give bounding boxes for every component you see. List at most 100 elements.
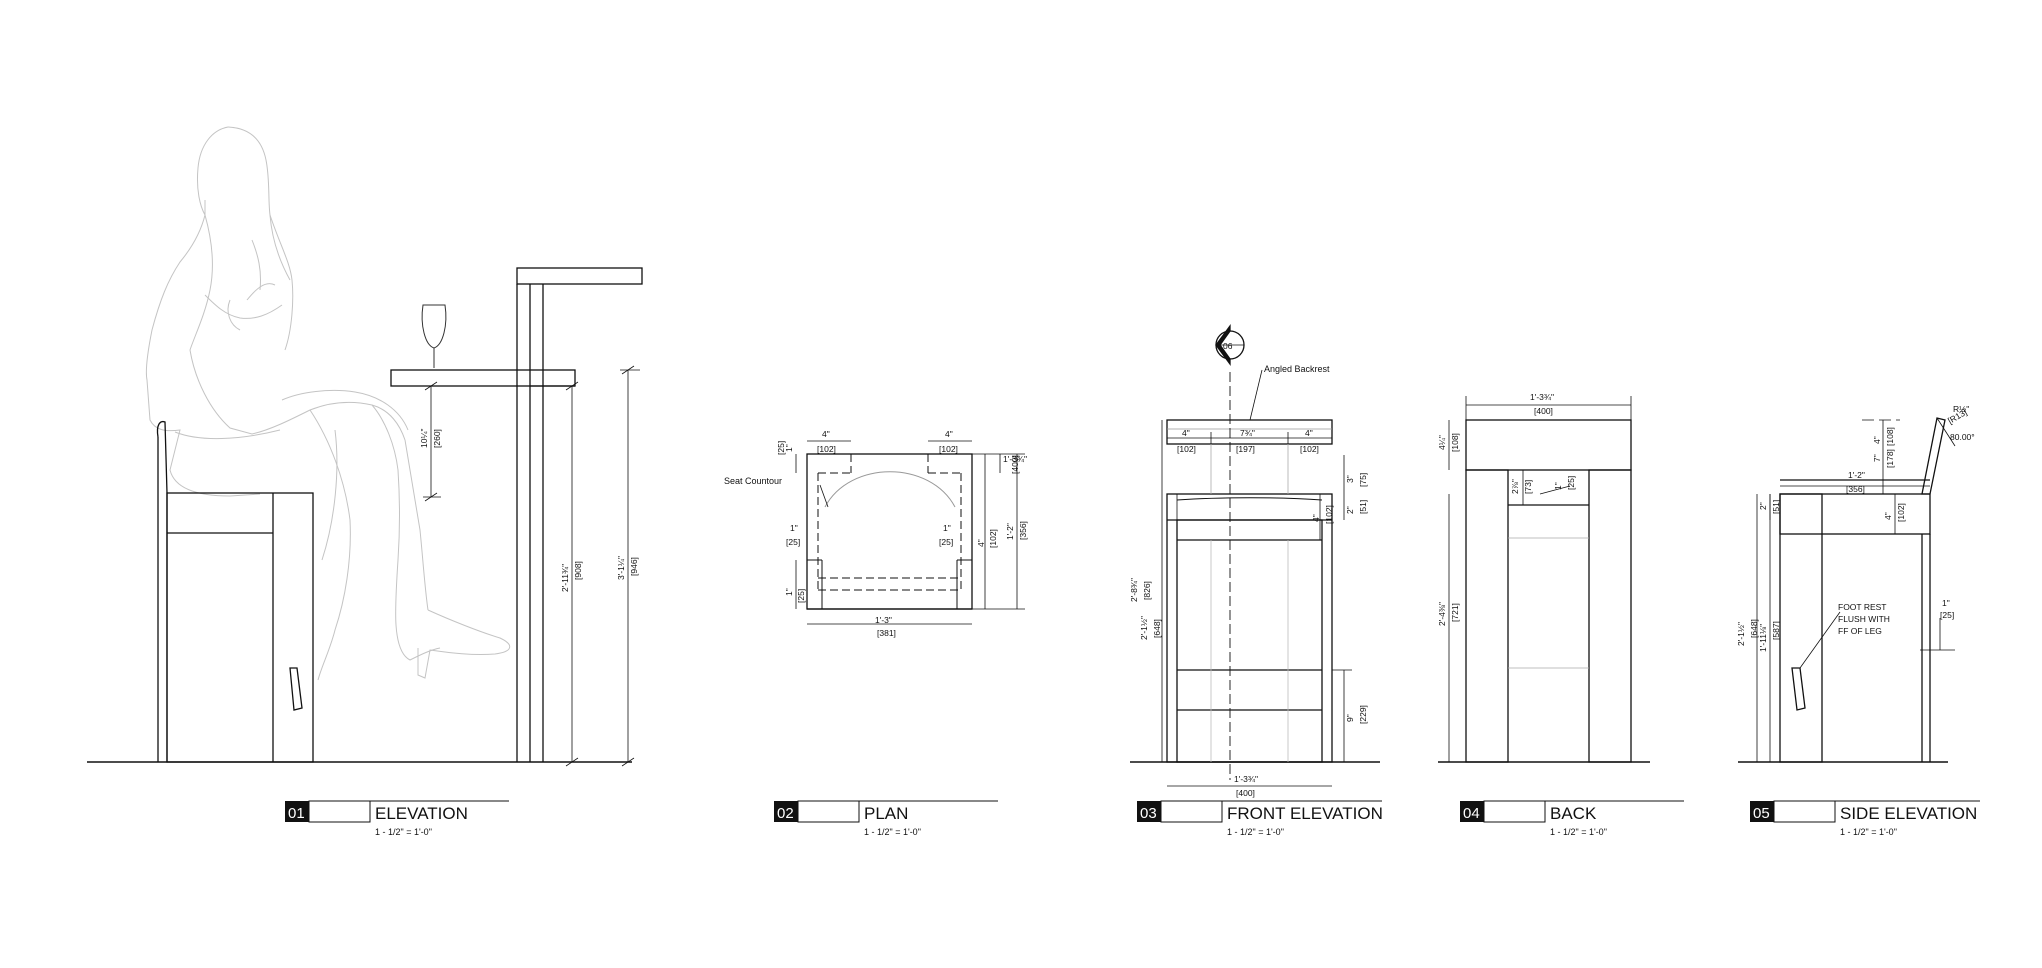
side-dim-text: 7" (1872, 454, 1882, 462)
plan-dim-text: 1" (790, 523, 798, 533)
view-title-01: 01 ELEVATION 1 - 1/2" = 1'-0" (285, 800, 509, 837)
front-dim-text: [51] (1358, 500, 1368, 514)
footrest-note: FF OF LEG (1838, 626, 1882, 636)
plan-dim-text: 4" (822, 429, 830, 439)
plan-dim-text: 1" (784, 444, 794, 452)
elevation-view: 10¼" [260] 2'-11¾" [908] 3'-1¼" [946] (87, 126, 643, 767)
plan-dim-text: [102] (939, 444, 958, 454)
side-dim-text: [R13] (1946, 407, 1969, 426)
seat-contour-note: Seat Countour (724, 476, 782, 486)
bar-stool (156, 420, 314, 763)
side-dim-text: 4" (1872, 436, 1882, 444)
side-dim-text: 1" (1942, 598, 1950, 608)
view-number: 02 (777, 805, 794, 822)
plan-dim-text: [25] (796, 589, 806, 603)
view-scale: 1 - 1/2" = 1'-0" (1550, 827, 1607, 837)
front-dim-text: 4" (1311, 514, 1321, 522)
seat-curve (1176, 497, 1323, 501)
section-tag-text: 06 (1223, 341, 1233, 351)
back-dim-text: 1'-3¾" (1530, 392, 1554, 402)
side-dim-text: [648] (1749, 619, 1759, 638)
front-dim-text: [400] (1236, 788, 1255, 798)
plan-dim-text: 1'-3" (875, 615, 892, 625)
plan-dim-text: 1'-2" (1005, 523, 1015, 540)
elev-dim-text: [946] (629, 557, 639, 576)
section-marker-06 (1215, 324, 1245, 366)
plan-dim-text: [25] (776, 441, 786, 455)
front-dim-text: 2" (1345, 506, 1355, 514)
side-dim-text: [51] (1771, 500, 1781, 514)
side-dim-text: R½" (1953, 404, 1969, 414)
elev-dim-text: 3'-1¼" (616, 556, 626, 580)
elev-dim-text: 10¼" (419, 428, 429, 448)
plan-dim-text: 4" (945, 429, 953, 439)
front-dim-text: [75] (1358, 473, 1368, 487)
front-elevation-view: 4" [102] 7¾" [197] 4" [102] 3" [75] 2" [… (1129, 324, 1380, 798)
elev-dim-text: 2'-11¾" (560, 564, 570, 592)
plan-dim-text: [102] (817, 444, 836, 454)
elev-dim-text: [908] (573, 561, 583, 580)
front-dim-text: 4" (1305, 428, 1313, 438)
plan-dim-text: 1" (784, 588, 794, 596)
side-dim-text: 2'-1½" (1736, 622, 1746, 646)
front-dim-text: [648] (1152, 619, 1162, 638)
back-dim-text: [108] (1450, 433, 1460, 452)
back-dim-text: 2⅞" (1510, 479, 1520, 494)
view-number: 03 (1140, 805, 1157, 822)
view-title: PLAN (864, 804, 908, 823)
plan-dim-text: [381] (877, 628, 896, 638)
view-title-03: 03 FRONT ELEVATION 1 - 1/2" = 1'-0" (1137, 800, 1383, 837)
side-dim-text: 1'-11⅛" (1758, 624, 1768, 652)
backrest-profile (1921, 417, 1946, 495)
side-dim-text: 2" (1758, 502, 1768, 510)
side-dim-text: [102] (1896, 503, 1906, 522)
side-dim-text: [356] (1846, 484, 1865, 494)
footrest-note: FLUSH WITH (1838, 614, 1890, 624)
plan-dim-text: [25] (786, 537, 800, 547)
bar-counter (390, 267, 643, 762)
view-title-02: 02 PLAN 1 - 1/2" = 1'-0" (774, 800, 998, 837)
front-dim-text: 2'-8¾" (1129, 578, 1139, 602)
front-dim-text: [826] (1142, 581, 1152, 600)
front-dim-text: 2'-1½" (1139, 616, 1149, 640)
back-view: 1'-3¾" [400] 4¼" [108] 2⅞" [73] 1" [25] … (1437, 392, 1650, 763)
front-dim-text: 1'-3¾" (1234, 774, 1258, 784)
plan-dim-text: [102] (988, 529, 998, 548)
front-dim-text: 9" (1345, 714, 1355, 722)
view-title: FRONT ELEVATION (1227, 804, 1383, 823)
angle-label: 80.00° (1950, 432, 1975, 442)
plan-dim-text: [25] (939, 537, 953, 547)
back-dim-text: 2'-4⅜" (1437, 602, 1447, 626)
footrest-note: FOOT REST (1838, 602, 1887, 612)
wine-glass (421, 304, 447, 371)
front-dim-text: [229] (1358, 705, 1368, 724)
front-dim-text: 3" (1345, 475, 1355, 483)
back-dim-text: [721] (1450, 603, 1460, 622)
back-dim-text: 1" (1553, 482, 1563, 490)
view-number: 01 (288, 805, 305, 822)
side-dim-text: 1'-2" (1848, 470, 1865, 480)
side-dim-text: [108] (1885, 427, 1895, 446)
elev-dim-text: [260] (432, 429, 442, 448)
view-scale: 1 - 1/2" = 1'-0" (1227, 827, 1284, 837)
front-dim-text: [102] (1324, 505, 1334, 524)
back-dim-text: [73] (1523, 480, 1533, 494)
plan-dim-text: 4" (976, 539, 986, 547)
plan-dim-text: [356] (1018, 521, 1028, 540)
plan-view: 4" [102] 4" [102] 1" [25] 1" [25] 1" [25… (724, 429, 1028, 638)
side-dim-text: [587] (1771, 621, 1781, 640)
view-title-04: 04 BACK 1 - 1/2" = 1'-0" (1460, 800, 1684, 837)
back-dim-text: [400] (1534, 406, 1553, 416)
front-dim-text: 7¾" (1240, 428, 1255, 438)
elevation-dimensions (423, 365, 640, 767)
plan-dim-text: 1" (943, 523, 951, 533)
front-dim-text: 4" (1182, 428, 1190, 438)
view-title: SIDE ELEVATION (1840, 804, 1977, 823)
back-dim-text: [25] (1566, 476, 1576, 490)
view-scale: 1 - 1/2" = 1'-0" (864, 827, 921, 837)
side-dim-text: [25] (1940, 610, 1954, 620)
seat-contour-arc (824, 471, 956, 508)
front-dim-text: [197] (1236, 444, 1255, 454)
back-dim-text: 4¼" (1437, 435, 1447, 450)
